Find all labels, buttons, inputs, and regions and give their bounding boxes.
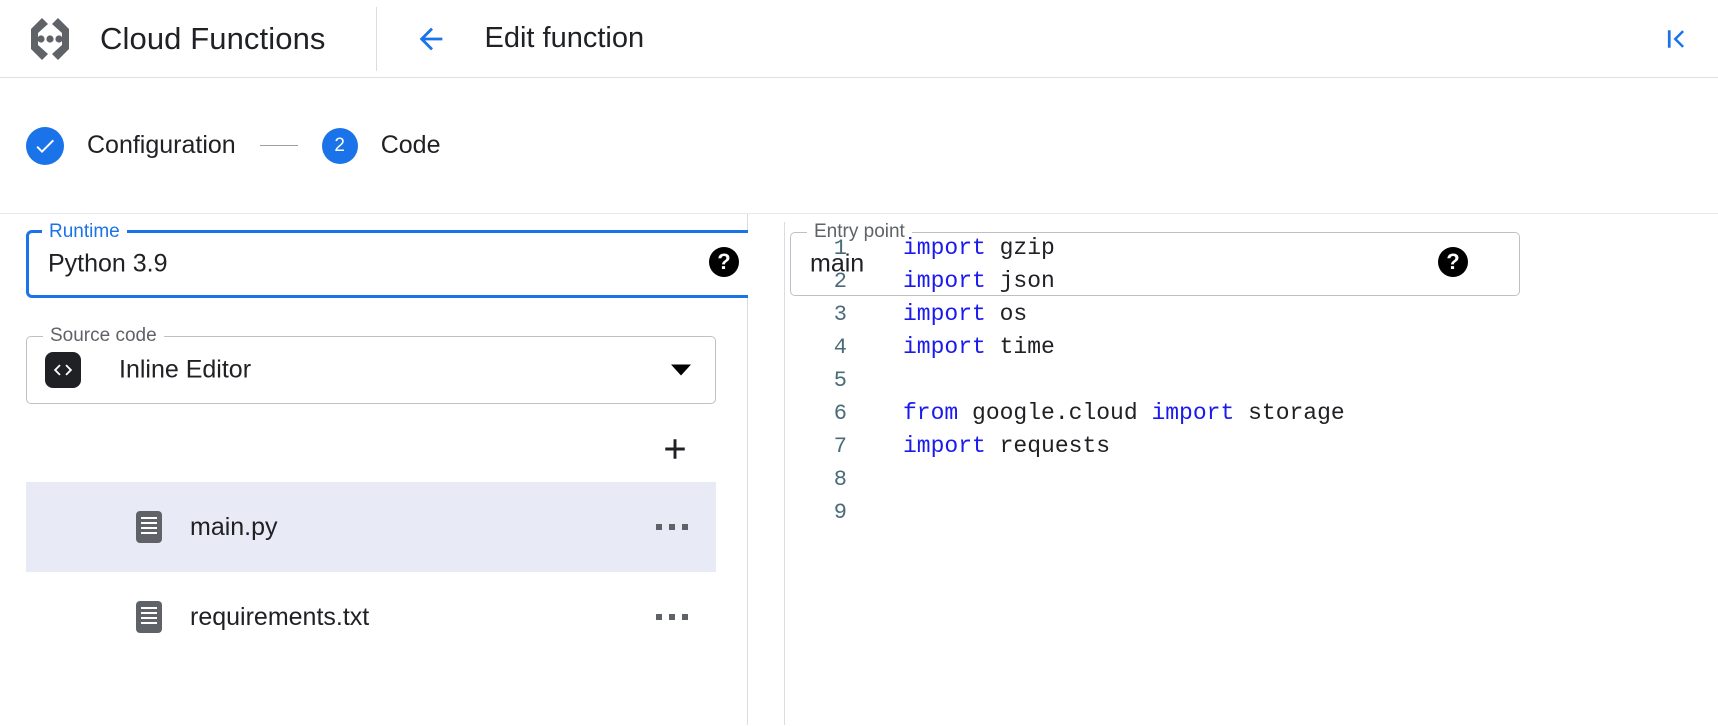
- entry-point-label: Entry point: [807, 222, 912, 242]
- inline-code-editor[interactable]: 1 import gzip 2 import json 3 import os 4 impor…: [784, 222, 1718, 725]
- step-number-icon: 2: [321, 127, 358, 164]
- code-text: import gzip: [903, 232, 1055, 265]
- code-identifier: gzip: [985, 235, 1055, 261]
- line-number: 9: [833, 500, 847, 525]
- runtime-label: Runtime: [42, 222, 127, 242]
- line-number: 2: [833, 269, 847, 294]
- step-code[interactable]: 2 Code: [321, 127, 441, 164]
- code-line: 6 from google.cloud import storage: [785, 397, 1718, 430]
- code-identifier: json: [985, 268, 1055, 294]
- chevron-down-icon[interactable]: [671, 364, 691, 376]
- step-code-label: Code: [380, 131, 441, 159]
- line-number: 5: [833, 368, 847, 393]
- product-brand[interactable]: Cloud Functions: [0, 15, 326, 63]
- code-brackets-icon: [45, 352, 81, 388]
- code-line: 4 import time: [785, 331, 1718, 364]
- check-icon: [36, 139, 54, 153]
- code-keyword: import: [903, 334, 986, 360]
- content-area: Runtime Python 3.9 ? Source code Inline …: [0, 214, 1718, 725]
- code-keyword: import: [903, 235, 986, 261]
- code-line: 7 import requests: [785, 430, 1718, 463]
- code-text: import time: [903, 331, 1055, 364]
- code-keyword: import: [903, 268, 986, 294]
- entry-point-value: main: [810, 249, 865, 278]
- left-pane: Runtime Python 3.9 ? Source code Inline …: [0, 214, 761, 725]
- line-number: 6: [833, 401, 847, 426]
- file-list: main.py requirements.txt: [26, 482, 716, 662]
- check-circle-icon: [26, 126, 64, 165]
- back-button[interactable]: [407, 15, 455, 63]
- cloud-functions-logo: [31, 17, 69, 60]
- source-code-label: Source code: [43, 326, 164, 346]
- right-pane: Entry point main ? 1 import gzip 2 import j…: [748, 214, 1718, 725]
- file-icon: [136, 601, 162, 633]
- file-list-item-requirements[interactable]: requirements.txt: [26, 572, 716, 662]
- source-code-value: Inline Editor: [119, 355, 252, 384]
- code-text: import requests: [903, 430, 1110, 463]
- top-app-bar: Cloud Functions Edit function: [0, 0, 1718, 78]
- file-list-item-main[interactable]: main.py: [26, 482, 716, 572]
- code-keyword: import: [903, 301, 986, 327]
- more-horiz-icon[interactable]: [656, 614, 688, 620]
- code-icon: [53, 364, 73, 376]
- line-number: 3: [833, 302, 847, 327]
- step-configuration-label: Configuration: [87, 131, 236, 159]
- runtime-value: Python 3.9: [48, 249, 168, 278]
- step-configuration[interactable]: Configuration: [26, 126, 236, 165]
- code-text: from google.cloud import storage: [903, 397, 1345, 430]
- code-text: import os: [903, 298, 1027, 331]
- code-keyword: import: [1151, 400, 1235, 426]
- code-text: import json: [903, 265, 1055, 298]
- code-line: 2 import json: [785, 265, 1718, 298]
- code-keyword: import: [903, 433, 986, 459]
- product-title: Cloud Functions: [100, 20, 326, 56]
- more-horiz-icon[interactable]: [656, 524, 688, 530]
- code-identifier: google.cloud: [958, 400, 1152, 426]
- code-line: 9: [785, 496, 1718, 529]
- code-line: 1 import gzip: [785, 232, 1718, 265]
- add-file-button[interactable]: [656, 430, 694, 468]
- add-icon: [665, 439, 685, 459]
- code-identifier: storage: [1234, 400, 1345, 426]
- runtime-select[interactable]: Runtime Python 3.9: [26, 222, 761, 298]
- line-number: 8: [833, 467, 847, 492]
- code-line: 8: [785, 463, 1718, 496]
- entry-point-help-icon[interactable]: ?: [1438, 247, 1468, 277]
- file-name: main.py: [190, 512, 278, 541]
- code-identifier: requests: [985, 433, 1111, 459]
- code-keyword: from: [903, 400, 959, 426]
- line-number: 4: [833, 335, 847, 360]
- code-line: 3 import os: [785, 298, 1718, 331]
- runtime-help-icon[interactable]: ?: [709, 247, 739, 277]
- line-number: 1: [833, 236, 847, 261]
- collapse-panel-button[interactable]: [1656, 19, 1696, 59]
- step-connector: [259, 144, 298, 147]
- entry-point-input[interactable]: Entry point main: [790, 222, 1520, 296]
- wizard-stepper: Configuration 2 Code: [0, 78, 1718, 214]
- page-title: Edit function: [484, 22, 645, 54]
- first-page-icon: [1667, 29, 1684, 48]
- source-code-select[interactable]: Source code Inline Editor: [26, 326, 716, 404]
- line-number: 7: [833, 434, 847, 459]
- code-line: 5: [785, 364, 1718, 397]
- code-identifier: os: [985, 301, 1028, 327]
- file-icon: [136, 511, 162, 543]
- arrow-left-icon: [419, 27, 442, 50]
- code-identifier: time: [985, 334, 1055, 360]
- file-toolbar: [26, 414, 716, 484]
- file-name: requirements.txt: [190, 602, 370, 631]
- appbar-divider: [375, 6, 377, 71]
